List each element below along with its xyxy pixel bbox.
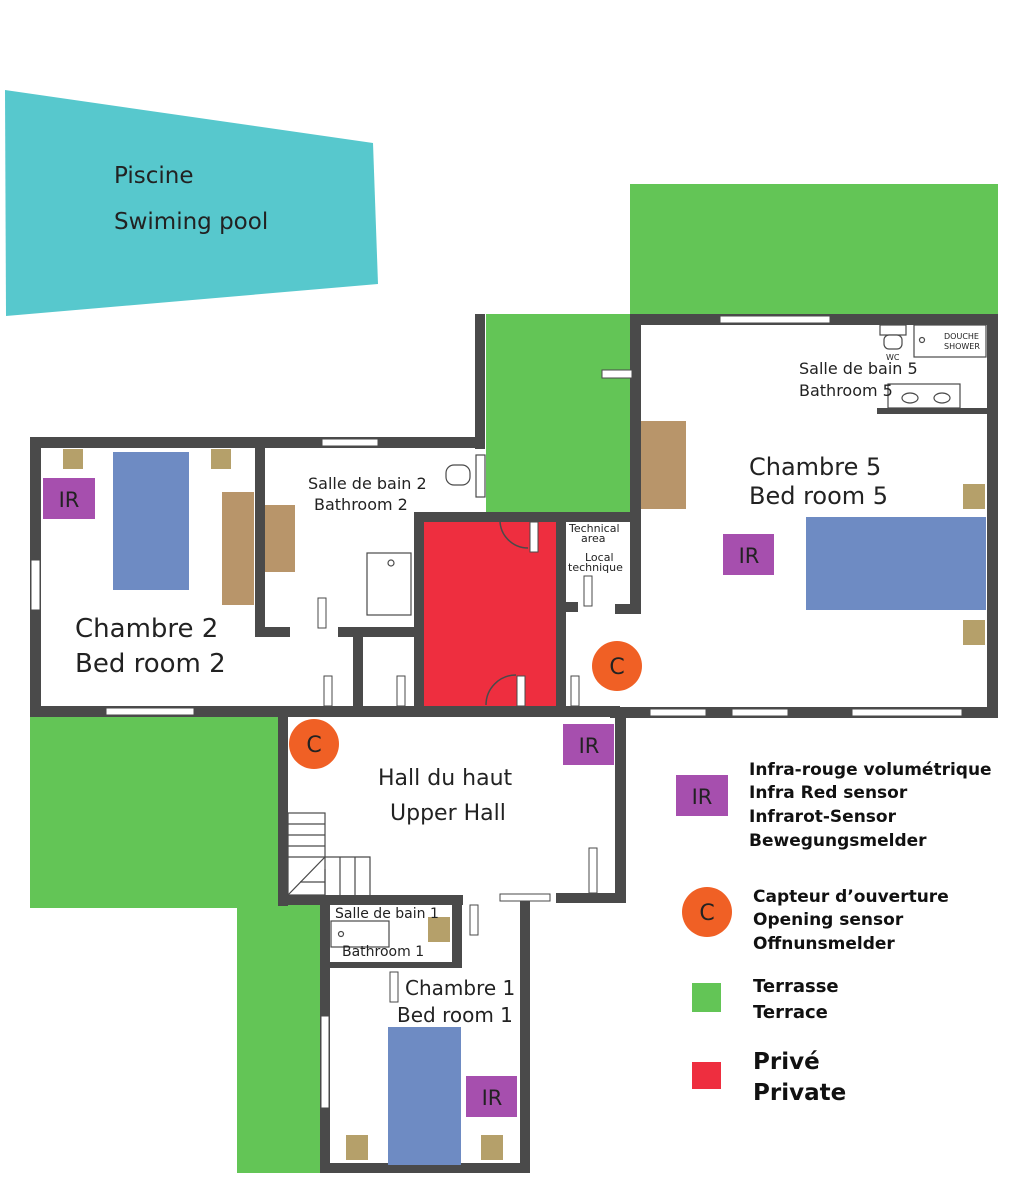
bathroom5-label-en: Bathroom 5 bbox=[799, 381, 893, 400]
furniture bbox=[222, 421, 686, 605]
legend-opening-line2: Opening sensor bbox=[753, 910, 904, 930]
opening-sensor-private: C bbox=[592, 641, 642, 691]
ir-sensor-bedroom1: IR bbox=[466, 1076, 517, 1117]
legend-private-line2: Private bbox=[753, 1080, 846, 1106]
terrace-top-right bbox=[630, 184, 998, 314]
legend-terrace-line1: Terrasse bbox=[753, 976, 839, 997]
ir-sensor-bedroom5: IR bbox=[723, 534, 774, 575]
bathroom5-label-fr: Salle de bain 5 bbox=[799, 359, 918, 378]
legend-terrace: Terrasse Terrace bbox=[692, 976, 839, 1023]
bedroom2-label-en: Bed room 2 bbox=[75, 649, 226, 679]
swimming-pool bbox=[5, 90, 378, 316]
bedroom1-label-en: Bed room 1 bbox=[397, 1003, 513, 1027]
legend-terrace-line2: Terrace bbox=[753, 1002, 828, 1023]
legend-ir-line3: Infrarot-Sensor bbox=[749, 807, 897, 827]
legend-opening-line3: Offnunsmelder bbox=[753, 934, 895, 954]
bathroom2-label-en: Bathroom 2 bbox=[314, 495, 408, 514]
windows bbox=[30, 315, 963, 1109]
opening-sensor-label: C bbox=[306, 733, 321, 758]
opening-sensor-label: C bbox=[609, 655, 624, 680]
ir-sensor-bedroom2: IR bbox=[43, 478, 95, 519]
legend: IR Infra-rouge volumétrique Infra Red se… bbox=[676, 760, 992, 1106]
bedroom2-label-fr: Chambre 2 bbox=[75, 614, 218, 644]
doors bbox=[317, 369, 633, 1003]
legend-opening-badge: C bbox=[699, 901, 714, 926]
terrace-left-lower bbox=[237, 900, 320, 1173]
legend-ir: IR Infra-rouge volumétrique Infra Red se… bbox=[676, 760, 992, 851]
bathroom1-label-fr: Salle de bain 1 bbox=[335, 906, 439, 922]
technical-label-en-2: area bbox=[581, 532, 606, 545]
legend-opening: C Capteur d’ouverture Opening sensor Off… bbox=[682, 887, 949, 954]
technical-label-en-1: Technical bbox=[568, 522, 620, 535]
ir-sensor-hall: IR bbox=[563, 724, 614, 765]
bathroom2-label-fr: Salle de bain 2 bbox=[308, 474, 427, 493]
bathroom1-label-en: Bathroom 1 bbox=[342, 944, 424, 960]
hall-label-en: Upper Hall bbox=[390, 801, 506, 826]
legend-ir-line4: Bewegungsmelder bbox=[749, 831, 927, 851]
ir-sensor-label: IR bbox=[579, 734, 600, 758]
legend-ir-line1: Infra-rouge volumétrique bbox=[749, 760, 992, 780]
bed-bedroom5 bbox=[806, 517, 986, 610]
legend-opening-line1: Capteur d’ouverture bbox=[753, 887, 949, 907]
bathroom-fixtures bbox=[330, 324, 987, 948]
bedroom5-label-fr: Chambre 5 bbox=[749, 453, 881, 481]
ir-sensor-label: IR bbox=[59, 488, 80, 512]
pool-label-en: Swiming pool bbox=[114, 209, 268, 235]
bedroom1-label-fr: Chambre 1 bbox=[405, 976, 515, 1000]
technical-label-fr-1: Local bbox=[585, 551, 614, 564]
bedroom5-label-en: Bed room 5 bbox=[749, 482, 888, 510]
shower-label: SHOWER bbox=[944, 342, 980, 351]
hall-label-fr: Hall du haut bbox=[378, 766, 513, 791]
pool-label-fr: Piscine bbox=[114, 163, 194, 189]
legend-private: Privé Private bbox=[692, 1049, 846, 1106]
legend-private-line1: Privé bbox=[753, 1049, 820, 1075]
door-swings bbox=[485, 519, 529, 706]
legend-ir-line2: Infra Red sensor bbox=[749, 783, 908, 803]
bed-bedroom2 bbox=[113, 452, 189, 590]
terrace-center bbox=[486, 314, 632, 512]
stairs bbox=[287, 812, 371, 896]
technical-label-fr-2: technique bbox=[568, 561, 623, 574]
walls bbox=[30, 314, 998, 1173]
douche-label: DOUCHE bbox=[944, 332, 979, 341]
terrace-left bbox=[30, 716, 280, 908]
nightstands bbox=[63, 449, 985, 1160]
bed-bedroom1 bbox=[388, 1027, 461, 1165]
opening-sensor-hall: C bbox=[289, 719, 339, 769]
legend-ir-badge: IR bbox=[692, 785, 713, 809]
ir-sensor-label: IR bbox=[482, 1086, 503, 1110]
wc-label: WC bbox=[886, 353, 900, 362]
ir-sensor-label: IR bbox=[739, 544, 760, 568]
